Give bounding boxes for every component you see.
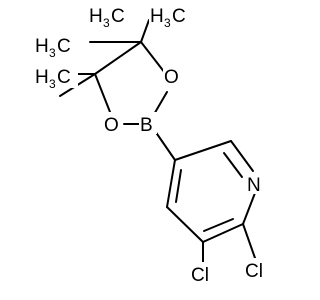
bond-c6-n-inner — [223, 152, 243, 178]
bond-n-c2 — [242, 192, 256, 225]
methyl-1-sub: 3 — [103, 16, 110, 30]
oxygen-top-label: O — [164, 67, 179, 88]
bond-b-c5 — [154, 130, 176, 161]
chlorine-left-label: Cl — [191, 265, 209, 286]
bond-c6-n-double — [230, 140, 254, 172]
methyl-3-h: H — [35, 36, 49, 57]
bond-c4-c5-inner — [175, 169, 182, 203]
methyl-1-h: H — [89, 6, 103, 27]
methyl-2-c: C — [172, 6, 186, 27]
boron-label: B — [140, 115, 153, 136]
methyl-2-h: H — [150, 6, 164, 27]
structure-svg: O O B N Cl Cl H 3 C — [34, 3, 272, 286]
methyl-4-h: H — [35, 67, 49, 88]
bond-c5-c6 — [174, 140, 232, 161]
methyl-middle-left: H 3 C — [34, 33, 78, 60]
bond-c2-c3 — [202, 223, 244, 243]
atom-labels: O O B N Cl Cl H 3 C — [34, 3, 272, 286]
nitrogen-label: N — [247, 175, 261, 196]
methyl-top-right: H 3 C — [149, 3, 193, 30]
methyl-lower-left: H 3 C — [34, 64, 78, 91]
bonds-group — [59, 19, 256, 263]
bond-c-c-ring — [94, 41, 142, 75]
bond-c-o-bottom — [94, 73, 111, 113]
bond-o-top-c — [140, 41, 166, 74]
oxygen-bottom-label: O — [104, 115, 119, 136]
bond-c-methyl-1 — [140, 19, 150, 43]
bond-c4-c5 — [166, 159, 176, 208]
molecule-diagram: O O B N Cl Cl H 3 C — [34, 3, 272, 286]
methyl-4-sub: 3 — [49, 77, 56, 91]
bond-c2-cl — [242, 223, 256, 259]
methyl-3-sub: 3 — [49, 46, 56, 60]
chlorine-right-label: Cl — [245, 261, 263, 282]
methyl-3-c: C — [57, 36, 71, 57]
methyl-1-c: C — [111, 6, 125, 27]
bond-c3-c4 — [166, 206, 204, 243]
bond-c2-c3-inner — [203, 218, 234, 232]
methyl-4-c: C — [57, 67, 71, 88]
methyl-2-sub: 3 — [164, 16, 171, 30]
methyl-top-left: H 3 C — [88, 3, 128, 30]
